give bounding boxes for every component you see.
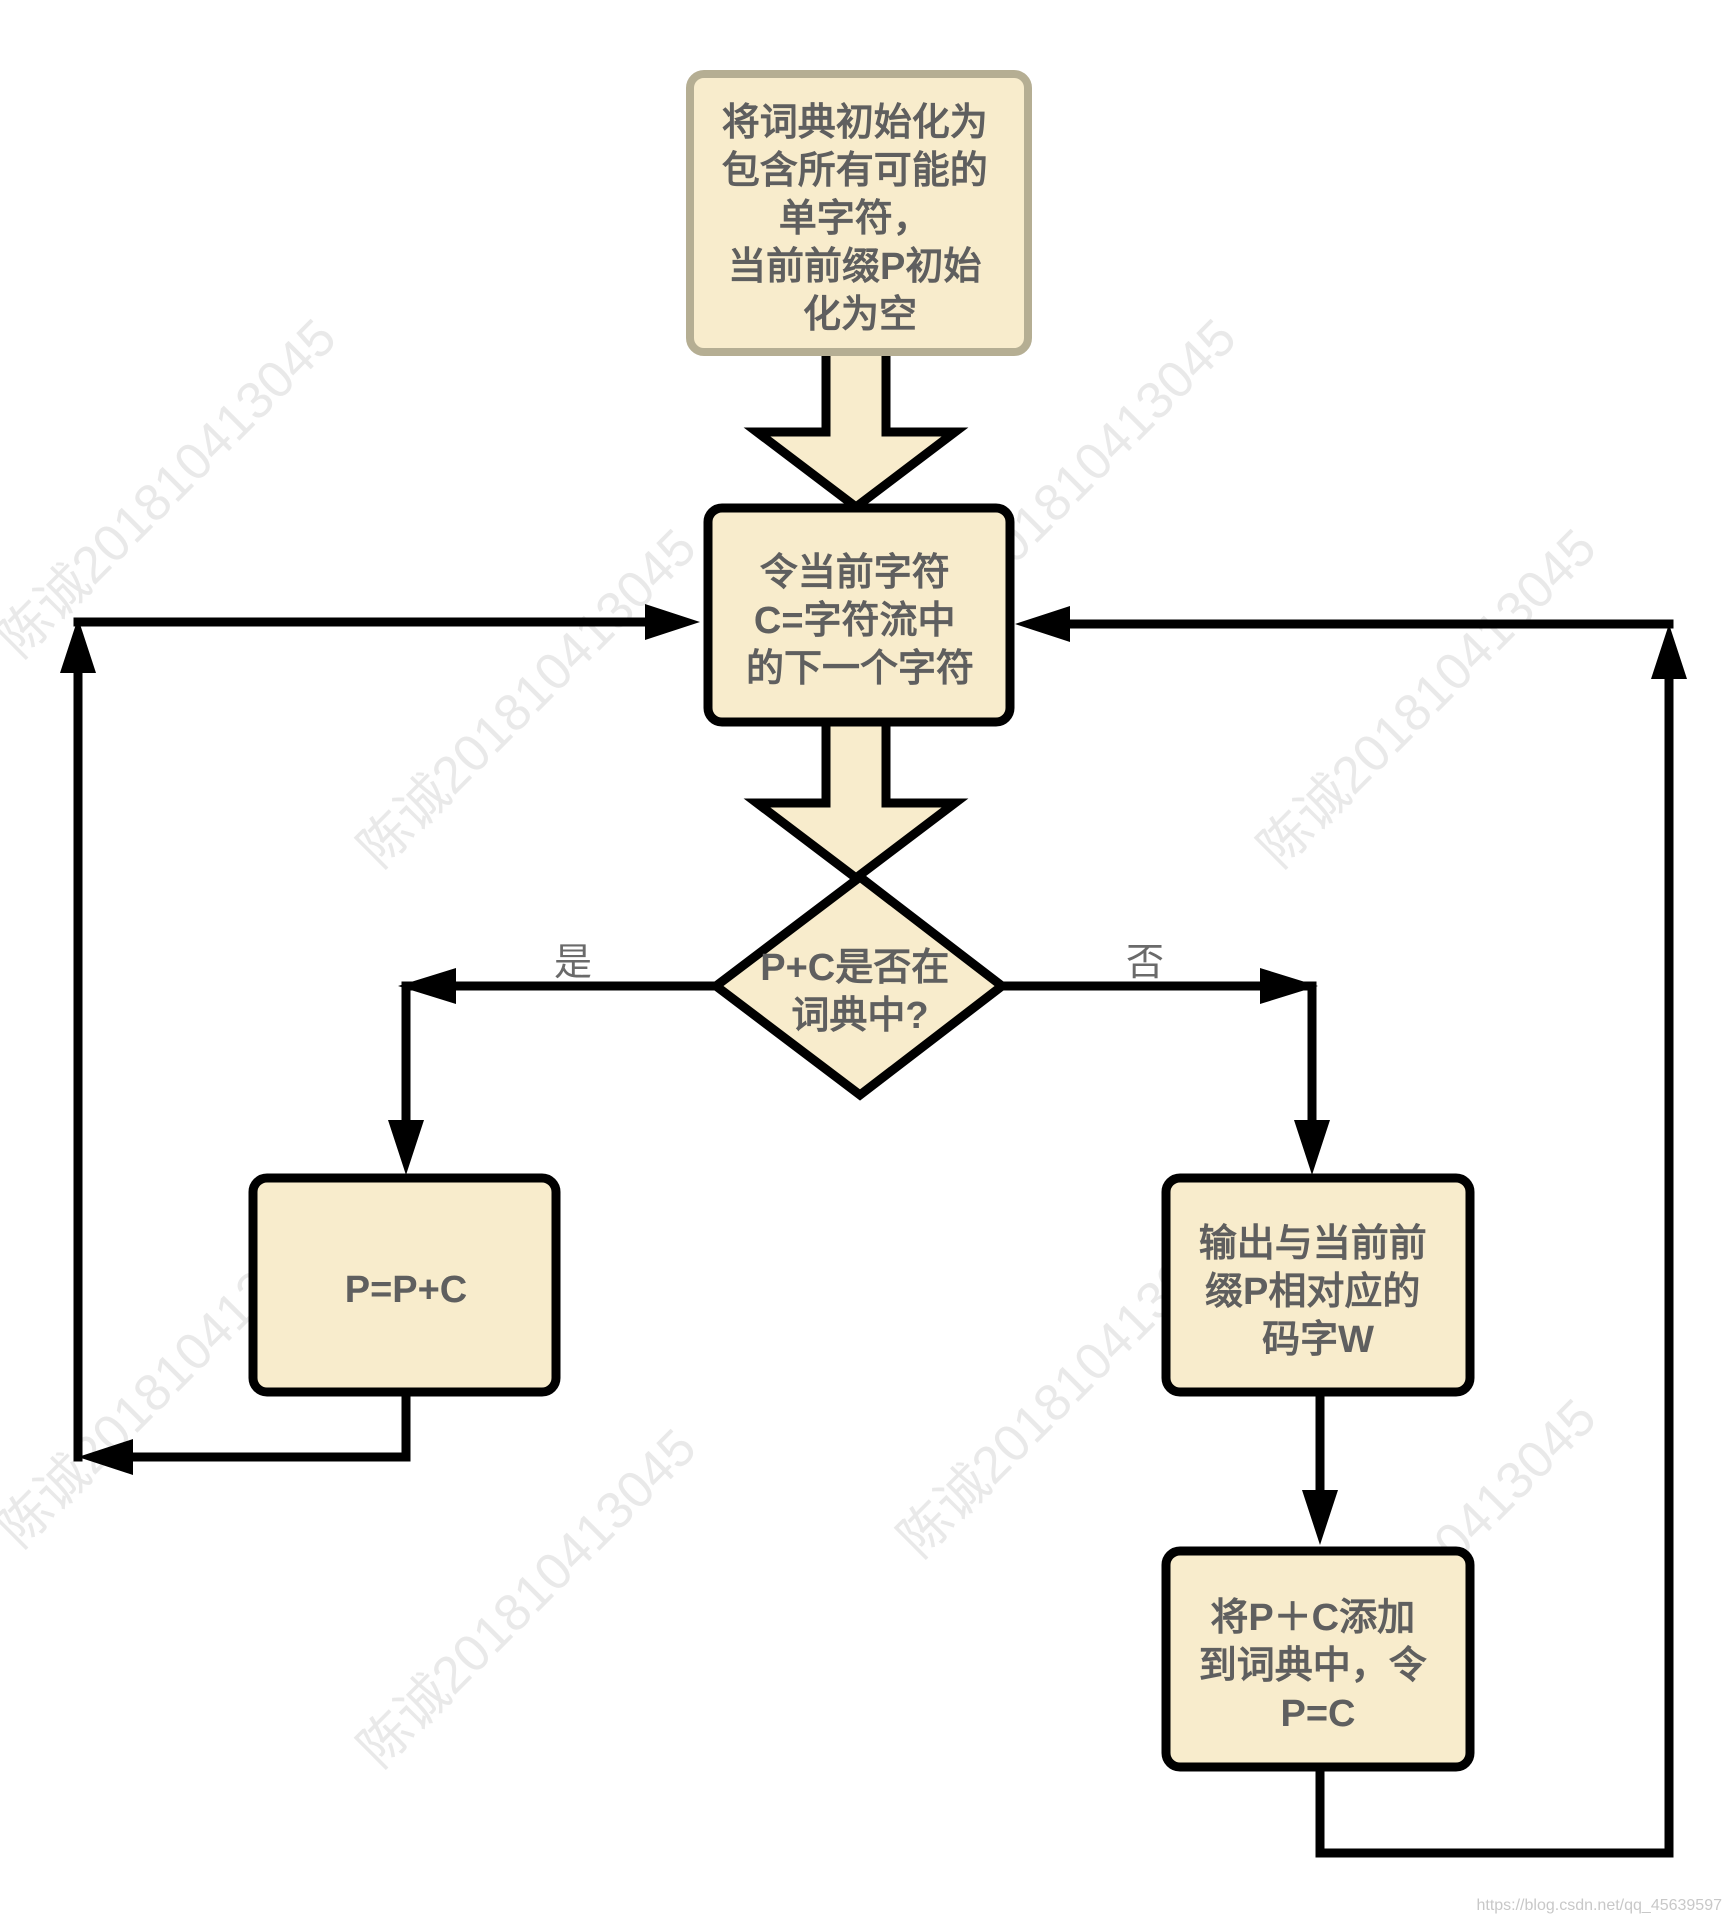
node-init-line: 包含所有可能的 <box>722 150 988 192</box>
watermark: 陈诚201810413045 <box>347 1419 707 1779</box>
node-init-line: 化为空 <box>803 294 917 336</box>
node-decision-label: P+C是否在 词典中? <box>760 947 960 1037</box>
node-extend-label: P=P+C <box>345 1269 468 1311</box>
watermark: 陈诚201810413045 <box>0 309 347 669</box>
node-decision-line: P+C是否在 <box>760 947 949 989</box>
node-output-box <box>1161 1173 1475 1397</box>
node-init-label: 将词典初始化为 包含所有可能的 单字符， 当前前缀P初始 化为空 <box>722 102 999 336</box>
connector-extend-loop <box>95 1388 411 1462</box>
source-credit: https://blog.csdn.net/qq_45639597 <box>1476 1897 1722 1914</box>
node-read-char-box <box>703 503 1015 727</box>
edge-label-no: 否 <box>1126 942 1164 984</box>
arrowhead-left-up <box>60 618 96 673</box>
node-add-entry-line: 到词典中，令 <box>1199 1645 1428 1687</box>
arrowheads <box>60 604 1687 1545</box>
node-read-char-line: 的下一个字符 <box>746 648 974 690</box>
node-read-char: 令当前字符 C=字符流中 的下一个字符 <box>703 503 1015 727</box>
connector-add-loop <box>1315 655 1674 1858</box>
node-read-char-label: 令当前字符 C=字符流中 的下一个字符 <box>746 552 974 690</box>
block-arrow-read-to-decision <box>743 717 969 884</box>
node-init-line: 当前前缀P初始 <box>728 246 981 288</box>
node-extend: P=P+C <box>248 1173 561 1397</box>
block-arrow-init-to-read <box>743 343 969 513</box>
node-decision: P+C是否在 词典中? <box>708 871 1010 1101</box>
node-read-char-line: 令当前字符 <box>760 552 950 594</box>
arrowhead-loop-left <box>78 1439 133 1475</box>
connector-yes-branch <box>401 981 719 1160</box>
node-output-label: 输出与当前前 缀P相对应的 码字W <box>1199 1223 1438 1361</box>
node-add-entry: 将P＋C添加 到词典中，令 P=C <box>1161 1546 1475 1772</box>
connector-no-branch <box>993 981 1317 1160</box>
arrowhead-yes-down <box>388 1120 424 1175</box>
arrowhead-output-down <box>1302 1490 1338 1545</box>
node-add-entry-label: 将P＋C添加 到词典中，令 P=C <box>1199 1597 1438 1735</box>
node-read-char-line: C=字符流中 <box>754 600 956 642</box>
arrowhead-no-down <box>1294 1120 1330 1175</box>
node-output: 输出与当前前 缀P相对应的 码字W <box>1161 1173 1475 1397</box>
node-add-entry-line: P=C <box>1281 1693 1356 1735</box>
arrowhead-yes-left <box>398 968 456 1004</box>
node-init: 将词典初始化为 包含所有可能的 单字符， 当前前缀P初始 化为空 <box>686 70 1032 356</box>
watermark: 陈诚201810413045 <box>347 519 707 879</box>
node-decision-diamond <box>708 871 1010 1101</box>
node-init-line: 单字符， <box>779 198 931 240</box>
edge-label-yes: 是 <box>554 942 592 984</box>
watermark: 陈诚201810413045 <box>1247 519 1607 879</box>
node-init-box <box>686 70 1032 356</box>
arrowhead-right-up <box>1651 624 1687 679</box>
node-add-entry-box <box>1161 1546 1475 1772</box>
node-init-line: 将词典初始化为 <box>722 102 988 144</box>
node-extend-box <box>248 1173 561 1397</box>
node-output-line: 码字W <box>1262 1319 1374 1361</box>
arrowhead-left-to-read <box>645 604 700 640</box>
arrowhead-right-to-read <box>1015 606 1070 642</box>
node-output-line: 缀P相对应的 <box>1205 1271 1420 1313</box>
node-output-line: 输出与当前前 <box>1199 1223 1427 1265</box>
arrowhead-no-right <box>1260 968 1318 1004</box>
node-add-entry-line: 将P＋C添加 <box>1210 1597 1415 1639</box>
node-decision-line: 词典中? <box>791 995 928 1037</box>
